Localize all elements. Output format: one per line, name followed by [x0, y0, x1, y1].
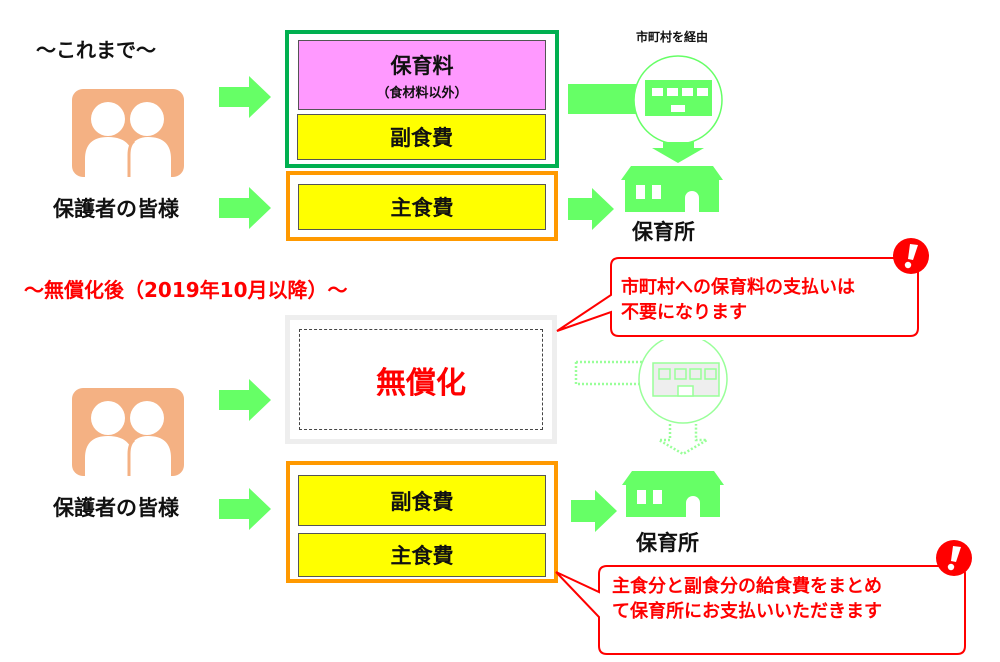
- callout-line: て保育所にお支払いいただきます: [612, 601, 882, 622]
- arrow-right-icon: [219, 187, 271, 229]
- nursery-building-icon: [622, 471, 726, 525]
- free-of-charge-box: 無償化: [285, 315, 557, 444]
- side-dish-fee-label: 副食費: [390, 489, 454, 514]
- side-dish-fee-box: 副食費: [297, 114, 546, 160]
- municipality-flow: [568, 42, 738, 246]
- city-hall-icon: [645, 80, 712, 116]
- callout-line: 不要になります: [621, 302, 747, 323]
- exclamation-icon: [936, 540, 972, 576]
- municipal-payment-group: 保育料 （食材料以外） 副食費: [285, 30, 559, 168]
- free-of-charge-label: 無償化: [376, 365, 466, 401]
- municipality-flow-disabled: [574, 334, 734, 474]
- staple-food-fee-box: 主食費: [298, 184, 546, 230]
- exclamation-icon: [893, 238, 929, 274]
- staple-food-fee-label: 主食費: [390, 544, 454, 568]
- nursery-label-before: 保育所: [632, 220, 695, 244]
- nursery-building-icon: [621, 166, 725, 220]
- arrow-down-dotted-icon: [654, 424, 712, 456]
- free-of-charge-dashed: 無償化: [299, 329, 543, 430]
- arrow-right-icon: [219, 76, 271, 118]
- callout-text: 市町村への保育料の支払いは 不要になります: [621, 275, 855, 325]
- arrow-right-icon: [219, 488, 271, 530]
- arrow-right-icon: [219, 379, 271, 421]
- direct-payment-group-before: 主食費: [286, 171, 558, 241]
- childcare-fee-sublabel: （食材料以外）: [376, 85, 468, 101]
- childcare-fee-label: 保育料: [390, 53, 454, 78]
- direct-payment-group-after: 副食費 主食費: [286, 461, 558, 583]
- staple-food-fee-label: 主食費: [390, 196, 454, 220]
- side-dish-fee-label: 副食費: [390, 126, 453, 150]
- flow-bar-icon: [568, 84, 640, 114]
- callout-bubble-shape: [556, 257, 919, 337]
- callout-line: 市町村への保育料の支払いは: [621, 277, 855, 298]
- parents-icon: [72, 89, 184, 177]
- arrow-right-icon: [568, 188, 614, 230]
- via-municipality-label: 市町村を経由: [636, 30, 709, 44]
- guardians-label-after: 保護者の皆様: [53, 496, 179, 520]
- arrow-down-icon: [652, 142, 704, 163]
- childcare-fee-box: 保育料 （食材料以外）: [298, 40, 546, 110]
- parents-icon: [72, 388, 184, 476]
- side-dish-fee-box: 副食費: [298, 475, 546, 526]
- callout-bubble-shape: [555, 565, 966, 655]
- section-title-before: ～これまで～: [36, 38, 156, 62]
- callout-pay-nursery-together: 主食分と副食分の給食費をまとめ て保育所にお支払いいただきます: [555, 530, 1000, 662]
- nursery-label-after: 保育所: [636, 531, 699, 555]
- section-title-after: ～無償化後（2019年10月以降）～: [24, 278, 348, 302]
- guardians-label-before: 保護者の皆様: [53, 197, 179, 221]
- arrow-right-icon: [571, 490, 617, 532]
- callout-line: 主食分と副食分の給食費をまとめ: [612, 576, 882, 597]
- callout-text: 主食分と副食分の給食費をまとめ て保育所にお支払いいただきます: [612, 574, 882, 624]
- callout-no-municipal-payment: 市町村への保育料の支払いは 不要になります: [555, 230, 965, 350]
- staple-food-fee-box: 主食費: [298, 533, 546, 577]
